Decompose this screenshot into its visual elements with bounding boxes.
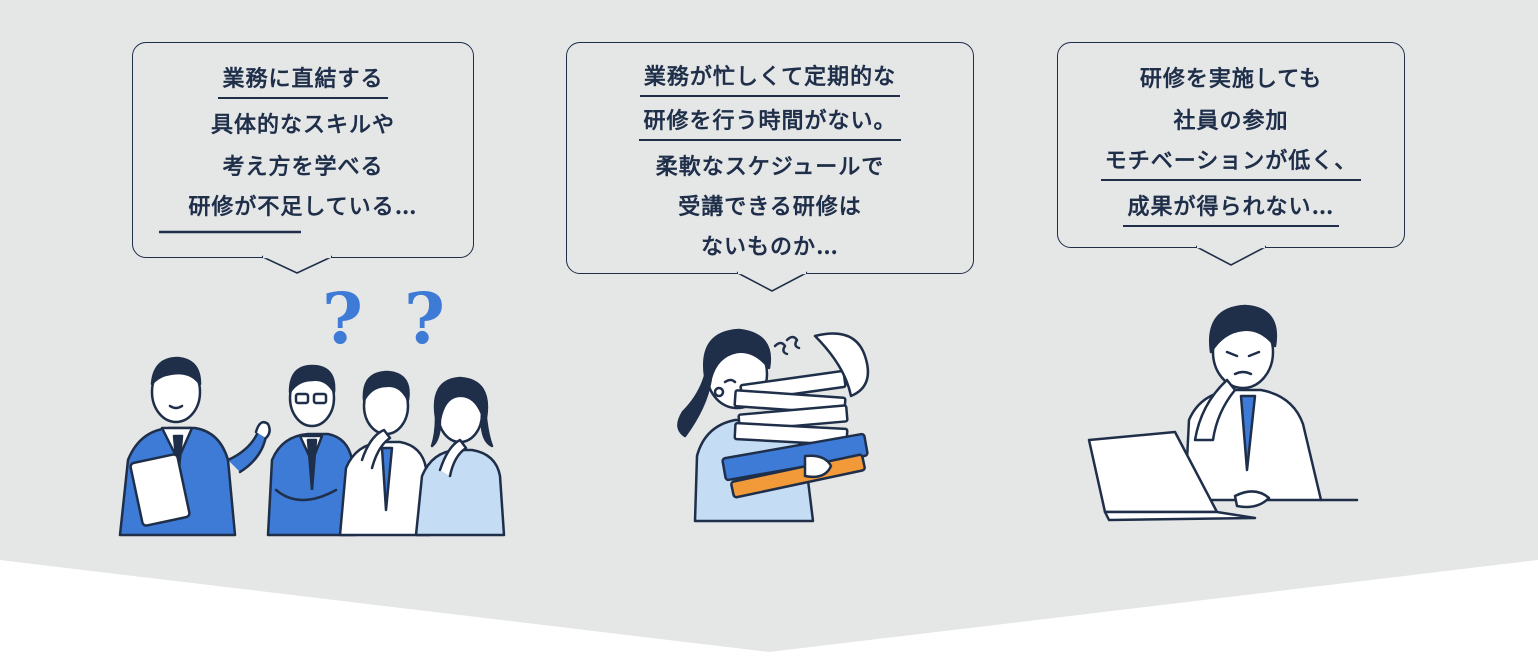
- overwhelmed-paperwork-illustration: [677, 328, 870, 523]
- bubble-1-tail: [262, 255, 332, 274]
- bubble-2-line-1: 業務が忙しくて定期的な: [639, 59, 901, 97]
- bubble-3-line-2: 社員の参加: [1173, 108, 1289, 134]
- bubble-3-line-3: モチベーションが低く、: [1100, 143, 1362, 181]
- bubble-1-line-2: 具体的なスキルや: [210, 112, 395, 138]
- speech-bubble-3: 研修を実施しても 社員の参加 モチベーションが低く、 成果が得られない…: [1057, 42, 1405, 248]
- bubble-2-line-4: 受講できる研修は: [678, 194, 862, 220]
- bubble-3-line-1: 研修を実施しても: [1139, 66, 1323, 92]
- bubble-3-tail: [1196, 245, 1266, 266]
- speech-bubble-2: 業務が忙しくて定期的な 研修を行う時間がない。 柔軟なスケジュールで 受講できる…: [566, 42, 974, 274]
- bubble-3-line-4: 成果が得られない…: [1123, 189, 1339, 227]
- question-mark-1: ?: [322, 277, 364, 360]
- worried-laptop-worker-illustration: [1087, 304, 1359, 522]
- bubble-1-line-4-wrap: 研修が不足している…: [133, 189, 473, 221]
- meeting-group-illustration: [118, 356, 506, 537]
- bubble-2-line-5: ないものか…: [700, 234, 839, 260]
- bubble-1-line-1: 業務に直結する: [218, 61, 388, 99]
- bubble-1-line-4: 研修が不足している…: [188, 194, 418, 220]
- bubble-1-line-3: 考え方を学べる: [222, 154, 384, 180]
- bubble-2-tail: [737, 271, 807, 292]
- bubble-2-line-3: 柔軟なスケジュールで: [655, 154, 885, 180]
- bubble-1-underline-partial: [159, 230, 301, 234]
- bubble-2-line-2: 研修を行う時間がない。: [639, 103, 901, 141]
- question-mark-2: ?: [404, 277, 446, 360]
- speech-bubble-1: 業務に直結する 具体的なスキルや 考え方を学べる 研修が不足している…: [132, 42, 474, 258]
